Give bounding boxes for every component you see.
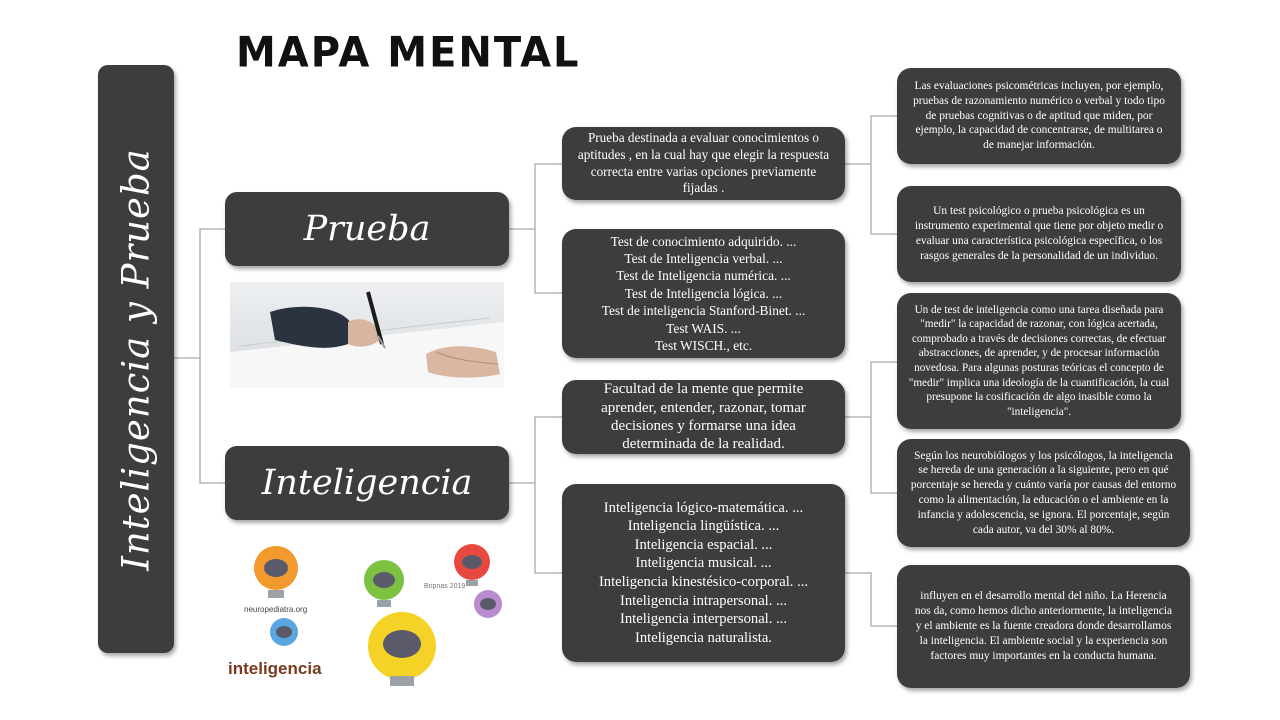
list-item: Inteligencia kinestésico-corporal. ... (598, 574, 809, 590)
list-item: Test WAIS. ... (666, 320, 741, 336)
prueba-types-list: Test de conocimiento adquirido. ... Test… (602, 233, 806, 355)
inteligencia-heredity-text: Según los neurobiólogos y los psicólogos… (910, 449, 1177, 536)
prueba-psychological-node: Un test psicológico o prueba psicológica… (897, 186, 1181, 282)
list-item: Test de Inteligencia numérica. ... (616, 268, 791, 284)
bulb-green-icon (364, 560, 404, 607)
list-item: Inteligencia naturalista. (635, 629, 772, 646)
prueba-psychometric-node: Las evaluaciones psicométricas incluyen,… (897, 68, 1181, 164)
prueba-definition-node: Prueba destinada a evaluar conocimientos… (562, 127, 845, 200)
connector-inteligencia-types (845, 572, 897, 627)
inteligencia-image: neuropediatra.org Bripnas 2019 inteligen… (226, 540, 512, 688)
list-item: Inteligencia intrapersonal. ... (620, 592, 787, 609)
list-item: Inteligencia musical. ... (635, 555, 772, 572)
image-caption-2: Bripnas 2019 (424, 583, 465, 590)
list-item: Inteligencia interpersonal. ... (620, 611, 787, 628)
branch-prueba: Prueba (225, 192, 509, 266)
prueba-definition-text: Prueba destinada a evaluar conocimientos… (577, 129, 830, 196)
prueba-photo (230, 282, 504, 388)
connector-inteligencia-def (845, 361, 897, 494)
inteligencia-types-list: Inteligencia lógico-matemática. ... Inte… (599, 499, 808, 647)
inteligencia-environment-node: influyen en el desarrollo mental del niñ… (897, 565, 1190, 688)
bulb-orange-icon (254, 546, 298, 598)
bulb-blue-icon (270, 618, 298, 646)
inteligencia-test-text: Un de test de inteligencia como una tare… (908, 303, 1170, 418)
prueba-types-node: Test de conocimiento adquirido. ... Test… (562, 229, 845, 358)
inteligencia-heredity-node: Según los neurobiólogos y los psicólogos… (897, 439, 1190, 547)
bulb-purple-icon (474, 590, 502, 618)
list-item: Test de Inteligencia lógica. ... (624, 285, 783, 301)
prueba-psychometric-text: Las evaluaciones psicométricas incluyen,… (913, 79, 1165, 152)
connector-prueba-def (845, 115, 897, 235)
list-item: Inteligencia espacial. ... (634, 536, 773, 553)
list-item: Test de conocimiento adquirido. ... (610, 233, 797, 249)
image-caption-1: neuropediatra.org (244, 605, 307, 614)
inteligencia-test-node: Un de test de inteligencia como una tare… (897, 293, 1181, 429)
list-item: Test de inteligencia Stanford-Binet. ... (601, 303, 806, 319)
connector-root (174, 228, 225, 484)
bulb-yellow-icon (368, 612, 436, 686)
root-node: Inteligencia y Prueba (98, 65, 174, 653)
list-item: Inteligencia lógico-matemática. ... (603, 499, 804, 516)
inteligencia-definition-node: Facultad de la mente que permite aprende… (562, 380, 845, 454)
list-item: Test de Inteligencia verbal. ... (624, 250, 783, 266)
branch-inteligencia: Inteligencia (225, 446, 509, 520)
inteligencia-definition-text: Facultad de la mente que permite aprende… (601, 381, 806, 453)
list-item: Test WISCH., etc. (654, 338, 753, 354)
list-item: Inteligencia lingüística. ... (627, 518, 780, 535)
page-title: MAPA MENTAL (236, 28, 581, 78)
inteligencia-environment-text: influyen en el desarrollo mental del niñ… (914, 590, 1173, 662)
branch-inteligencia-label: Inteligencia (261, 463, 473, 503)
inteligencia-types-node: Inteligencia lógico-matemática. ... Inte… (562, 484, 845, 662)
prueba-psychological-text: Un test psicológico o prueba psicológica… (914, 205, 1164, 262)
root-label: Inteligencia y Prueba (114, 147, 158, 571)
connector-inteligencia (509, 416, 562, 574)
branch-prueba-label: Prueba (303, 209, 431, 249)
image-logo-text: inteligencia (228, 659, 322, 678)
connector-prueba (509, 163, 562, 294)
bulb-red-icon (454, 544, 490, 586)
